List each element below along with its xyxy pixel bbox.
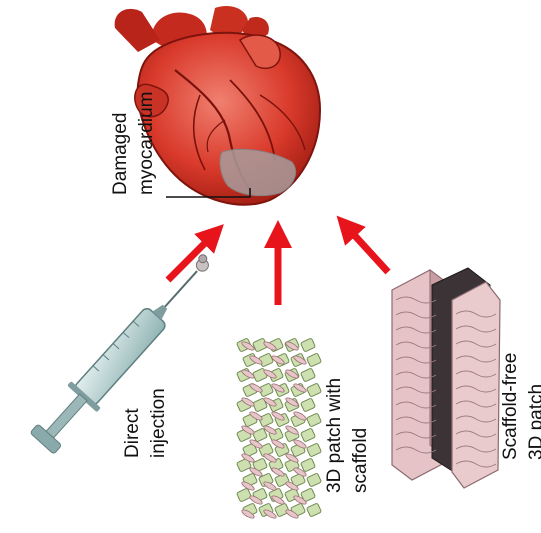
arrow-scaffold-free (346, 226, 388, 272)
scaffold-patch-icon (236, 338, 321, 520)
svg-text:3D patch with: 3D patch with (324, 378, 345, 493)
svg-text:Direct: Direct (122, 408, 143, 458)
arrow-direct (168, 234, 214, 280)
svg-text:myocardium: myocardium (136, 92, 157, 195)
label-direct-injection: Direct injection (122, 388, 169, 458)
svg-text:scaffold: scaffold (350, 428, 371, 493)
label-damaged-myocardium: Damaged myocardium (110, 92, 157, 195)
svg-text:Damaged: Damaged (110, 113, 131, 195)
label-3d-patch-with-scaffold: 3D patch with scaffold (324, 378, 371, 493)
svg-text:3D patch: 3D patch (526, 384, 541, 460)
svg-text:injection: injection (148, 388, 169, 458)
tissue-patch-icon (392, 268, 500, 488)
svg-text:Scaffold-free: Scaffold-free (500, 353, 521, 460)
label-scaffold-free-3d-patch: Scaffold-free 3D patch (500, 353, 541, 460)
